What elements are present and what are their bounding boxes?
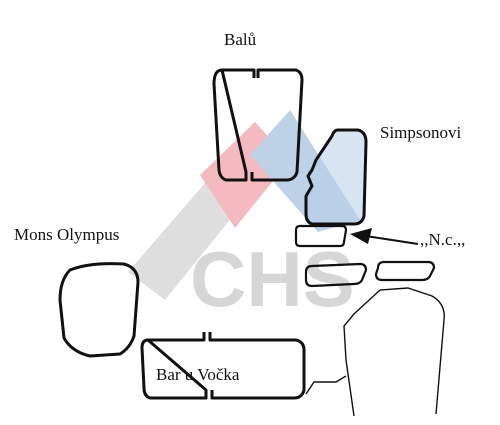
- simpsonovi-booth: [304, 128, 368, 226]
- label-nc: ,,N.c.,,: [420, 230, 466, 249]
- building-outline: [343, 287, 445, 417]
- small-table-left: [304, 262, 368, 288]
- label-mons-olympus: Mons Olympus: [14, 225, 120, 244]
- label-bar-u-vocka: Bar u Vočka: [156, 365, 240, 384]
- small-table-right: [374, 260, 436, 282]
- nc-arrow: [350, 228, 419, 245]
- mons-olympus-booth: [58, 262, 140, 358]
- building-corner: [305, 375, 347, 395]
- label-balu: Balů: [224, 30, 257, 49]
- label-simpsonovi: Simpsonovi: [380, 123, 462, 142]
- balu-booth: [212, 68, 304, 182]
- bar-u-vocka-booth: [140, 332, 306, 400]
- nc-booth: [294, 224, 348, 248]
- watermark-text: CHS: [190, 235, 355, 323]
